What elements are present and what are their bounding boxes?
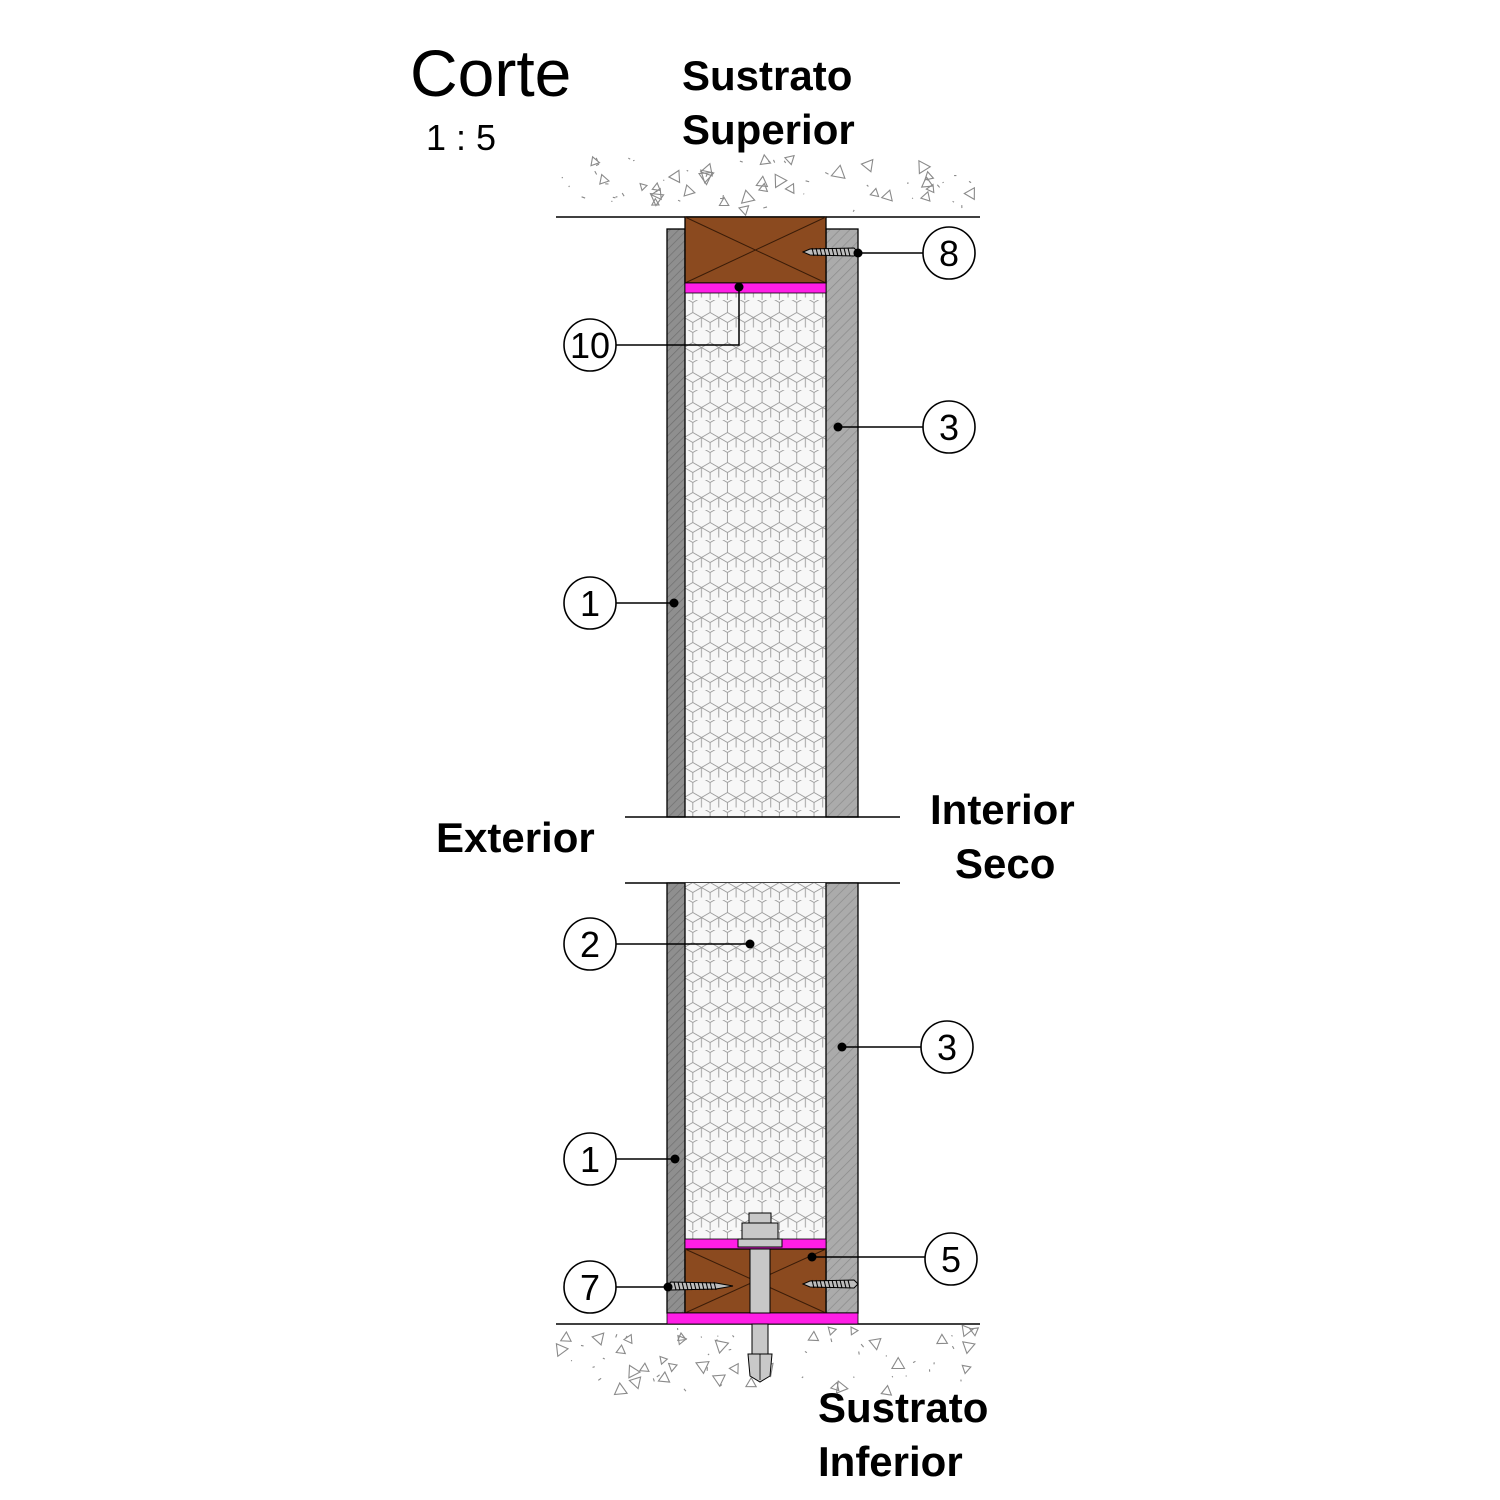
callout-2-number: 2 xyxy=(580,924,600,965)
callout-8: 8 xyxy=(853,226,976,280)
callout-7-number: 7 xyxy=(580,1267,600,1308)
callout-3-upper: 3 xyxy=(833,400,976,454)
interior-board-lower xyxy=(825,882,859,1314)
bottom-membrane xyxy=(666,1312,859,1325)
callout-10-number: 10 xyxy=(570,325,610,366)
drawing-title: Corte xyxy=(410,36,571,110)
label-interior-1: Interior xyxy=(930,786,1075,833)
insulation-core-upper xyxy=(685,293,826,817)
bottom-screw-left xyxy=(666,1281,734,1291)
callout-5: 5 xyxy=(807,1232,978,1286)
callout-5-number: 5 xyxy=(941,1239,961,1280)
label-top-substrate-2: Superior xyxy=(682,106,855,153)
callout-8-number: 8 xyxy=(939,233,959,274)
top-substrate xyxy=(556,153,980,218)
callout-10: 10 xyxy=(563,282,744,372)
label-top-substrate-1: Sustrato xyxy=(682,52,852,99)
top-membrane xyxy=(684,282,827,294)
exterior-board-upper xyxy=(666,228,686,818)
interior-board-upper xyxy=(825,228,859,818)
callout-1-lower: 1 xyxy=(563,1132,680,1186)
callout-3-lower-number: 3 xyxy=(937,1027,957,1068)
label-bottom-substrate-1: Sustrato xyxy=(818,1384,988,1431)
callout-1-upper-number: 1 xyxy=(580,583,600,624)
label-bottom-substrate-2: Inferior xyxy=(818,1438,963,1485)
callout-7: 7 xyxy=(563,1260,673,1314)
anchor-bolt xyxy=(737,1212,783,1383)
label-interior-2: Seco xyxy=(955,840,1055,887)
wall-lower-portion xyxy=(666,882,859,1383)
label-exterior: Exterior xyxy=(436,814,595,861)
drawing-scale: 1 : 5 xyxy=(426,117,496,158)
top-screw xyxy=(801,247,859,257)
callout-3-lower: 3 xyxy=(837,1020,974,1074)
callout-1-upper: 1 xyxy=(563,576,679,630)
callout-2: 2 xyxy=(563,917,755,971)
bottom-screw-right xyxy=(801,1279,859,1289)
wall-upper-portion xyxy=(666,216,859,818)
exterior-board-lower xyxy=(666,882,686,1314)
callout-1-lower-number: 1 xyxy=(580,1139,600,1180)
callout-3-upper-number: 3 xyxy=(939,407,959,448)
insulation-core-lower xyxy=(685,883,826,1239)
